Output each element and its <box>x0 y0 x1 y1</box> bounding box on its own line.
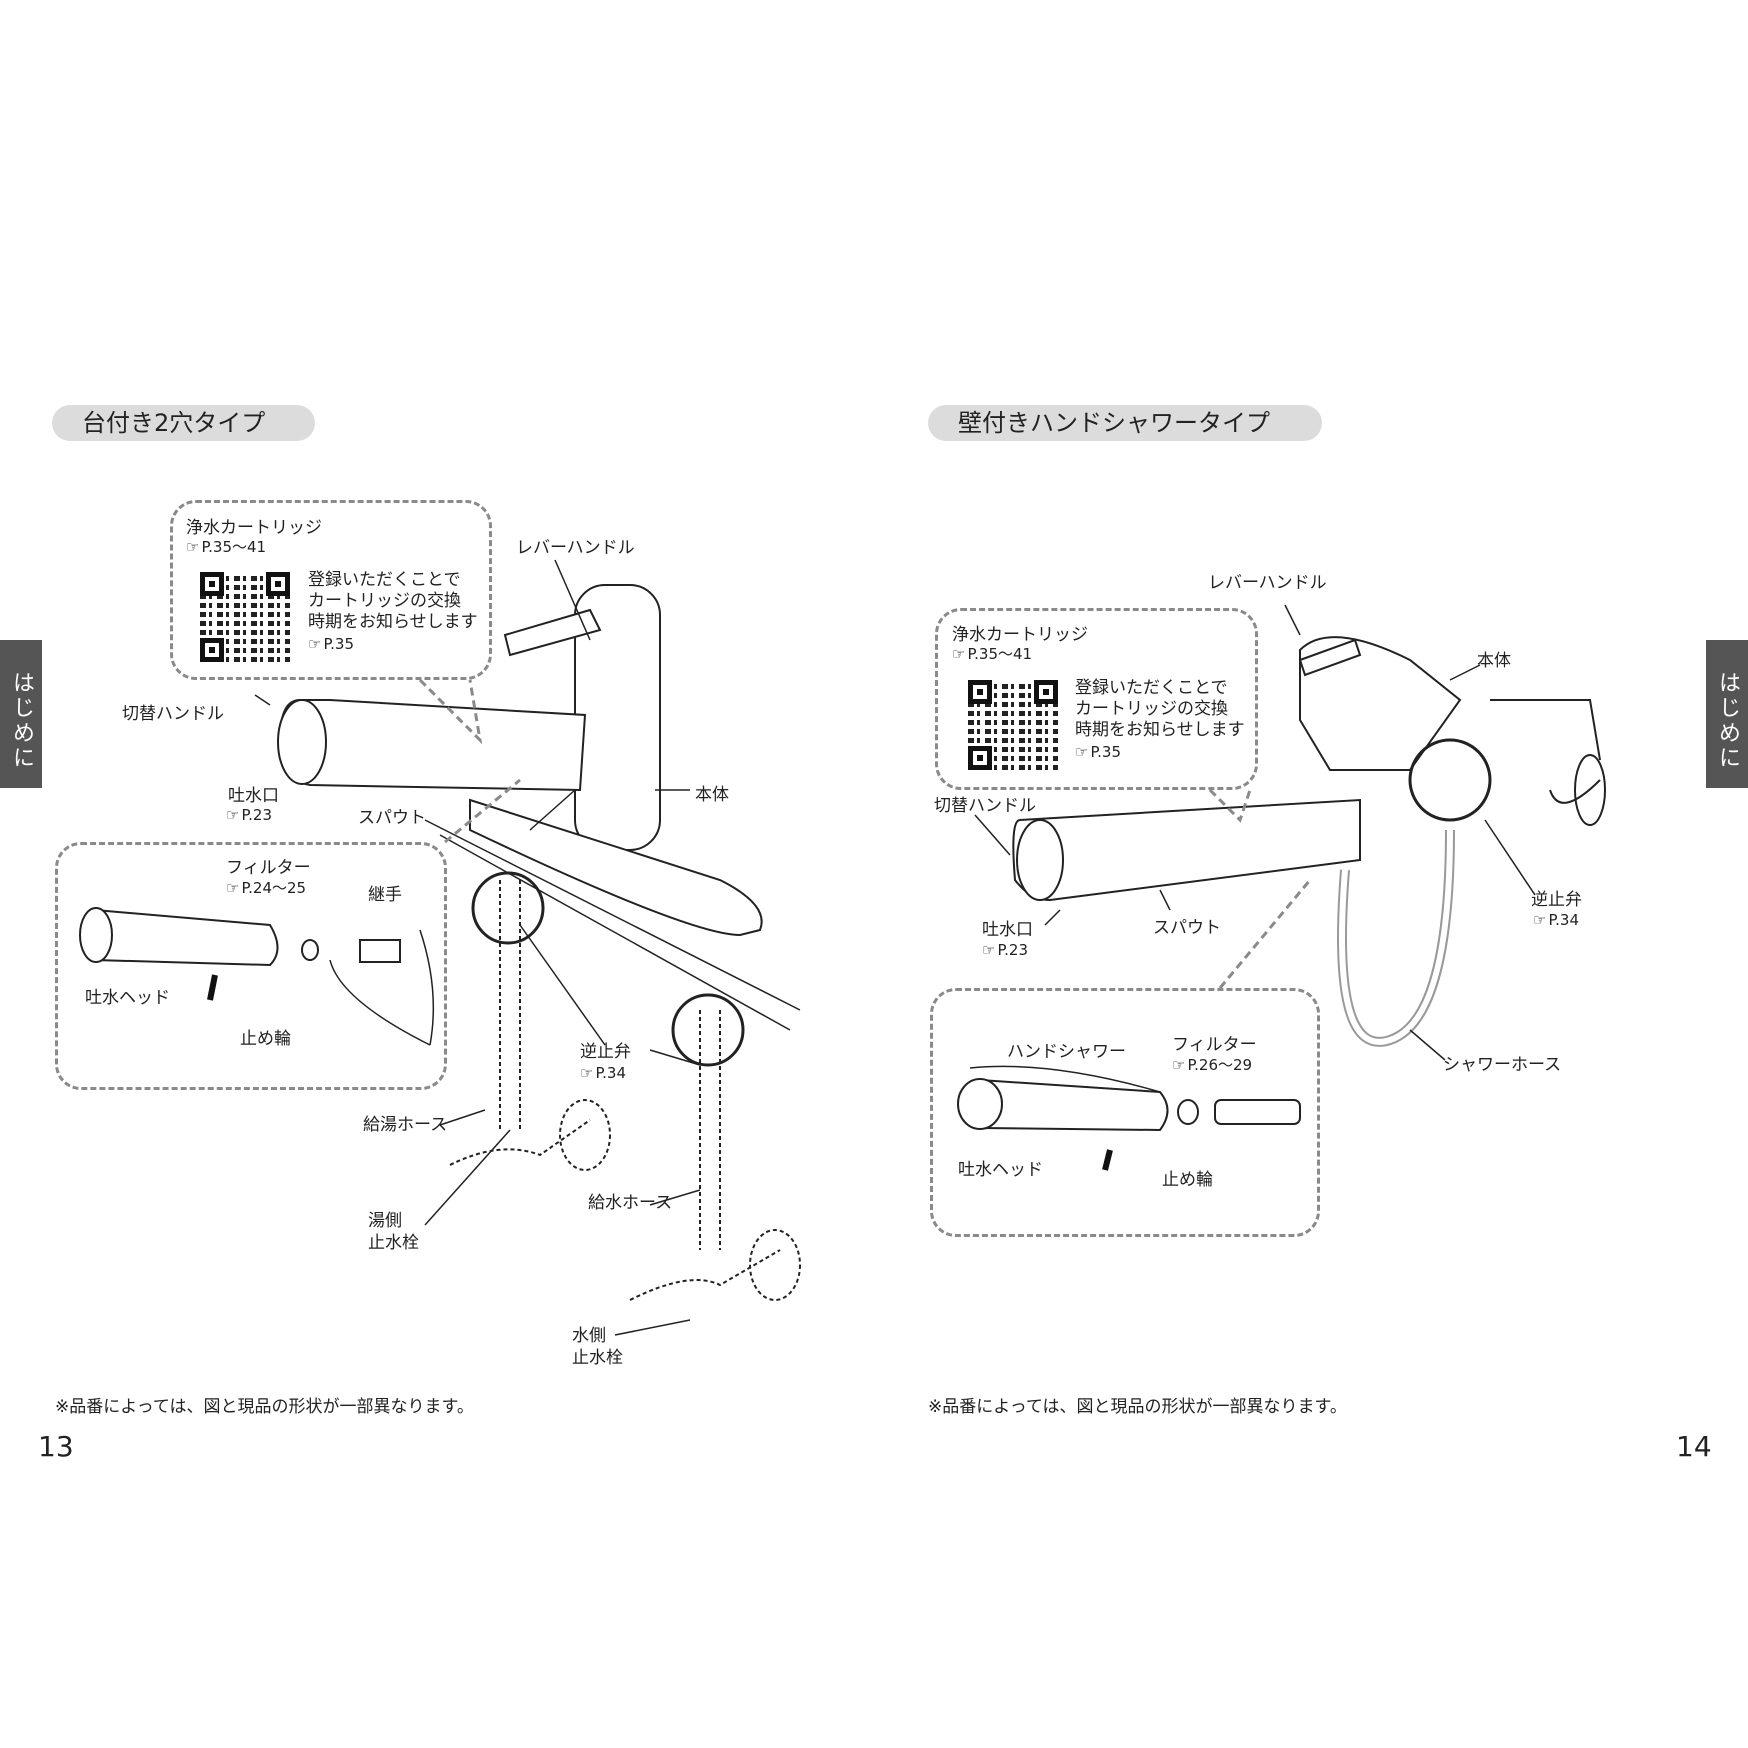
label-switch-handle: 切替ハンドル <box>934 796 1036 816</box>
label-cold-valve: 水側止水栓 <box>572 1326 623 1368</box>
label-check-ref: P.34 <box>580 1064 626 1082</box>
footnote-left: ※品番によっては、図と現品の形状が一部異なります。 <box>55 1397 474 1417</box>
cartridge-callout-left <box>170 500 492 680</box>
callout-ref: P.35～41 <box>186 538 266 556</box>
side-tab-left[interactable]: はじめに <box>0 640 42 788</box>
section-title-right: 壁付きハンドシャワータイプ <box>928 405 1322 441</box>
deck-faucet-drawing <box>79 559 801 1336</box>
label-hot-valve: 湯側止水栓 <box>368 1211 419 1253</box>
qr-ref: P.35 <box>1075 743 1121 761</box>
qr-code[interactable] <box>200 572 290 662</box>
callout-title: 浄水カートリッジ <box>186 518 322 538</box>
label-joint: 継手 <box>368 885 402 905</box>
label-check-valve: 逆止弁 <box>1531 890 1582 910</box>
label-filter-ref: P.26～29 <box>1172 1056 1252 1074</box>
label-hot-hose: 給湯ホース <box>363 1115 448 1135</box>
qr-code[interactable] <box>968 680 1058 770</box>
filter-inset-left <box>55 842 447 1090</box>
label-spout: スパウト <box>358 808 426 828</box>
label-cold-hose: 給水ホース <box>588 1193 673 1213</box>
callout-title: 浄水カートリッジ <box>952 625 1088 645</box>
label-ring: 止め輪 <box>240 1029 291 1049</box>
label-outlet-ref: P.23 <box>226 806 272 824</box>
label-body: 本体 <box>1477 651 1511 671</box>
label-filter-ref: P.24～25 <box>226 879 306 897</box>
label-ring: 止め輪 <box>1162 1170 1213 1190</box>
cartridge-callout-right <box>935 608 1258 790</box>
callout-text: 登録いただくことでカートリッジの交換時期をお知らせします <box>1075 678 1245 740</box>
label-head: 吐水ヘッド <box>958 1160 1043 1180</box>
label-lever-handle: レバーハンドル <box>1208 573 1327 593</box>
label-outlet-ref: P.23 <box>982 941 1028 959</box>
label-outlet: 吐水口 <box>228 786 279 806</box>
wall-faucet-drawing <box>957 604 1606 1171</box>
label-filter: フィルター <box>1172 1035 1257 1055</box>
label-check-ref: P.34 <box>1533 911 1579 929</box>
page-number-left: 13 <box>38 1430 74 1463</box>
label-head: 吐水ヘッド <box>85 988 170 1008</box>
callout-ref: P.35～41 <box>952 645 1032 663</box>
side-tab-right[interactable]: はじめに <box>1706 640 1748 788</box>
label-hand-shower: ハンドシャワー <box>1007 1042 1126 1062</box>
callout-text: 登録いただくことでカートリッジの交換時期をお知らせします <box>308 570 478 632</box>
label-shower-hose: シャワーホース <box>1443 1055 1562 1075</box>
label-switch-handle: 切替ハンドル <box>122 704 224 724</box>
qr-ref: P.35 <box>308 635 354 653</box>
filter-inset-right <box>930 988 1320 1237</box>
label-body: 本体 <box>695 785 729 805</box>
footnote-right: ※品番によっては、図と現品の形状が一部異なります。 <box>928 1397 1347 1417</box>
label-filter: フィルター <box>226 858 311 878</box>
page-number-right: 14 <box>1676 1430 1712 1463</box>
label-spout: スパウト <box>1153 918 1221 938</box>
section-title-left: 台付き2穴タイプ <box>52 405 315 441</box>
label-check-valve: 逆止弁 <box>580 1042 631 1062</box>
label-outlet: 吐水口 <box>982 920 1033 940</box>
label-lever-handle: レバーハンドル <box>516 538 635 558</box>
